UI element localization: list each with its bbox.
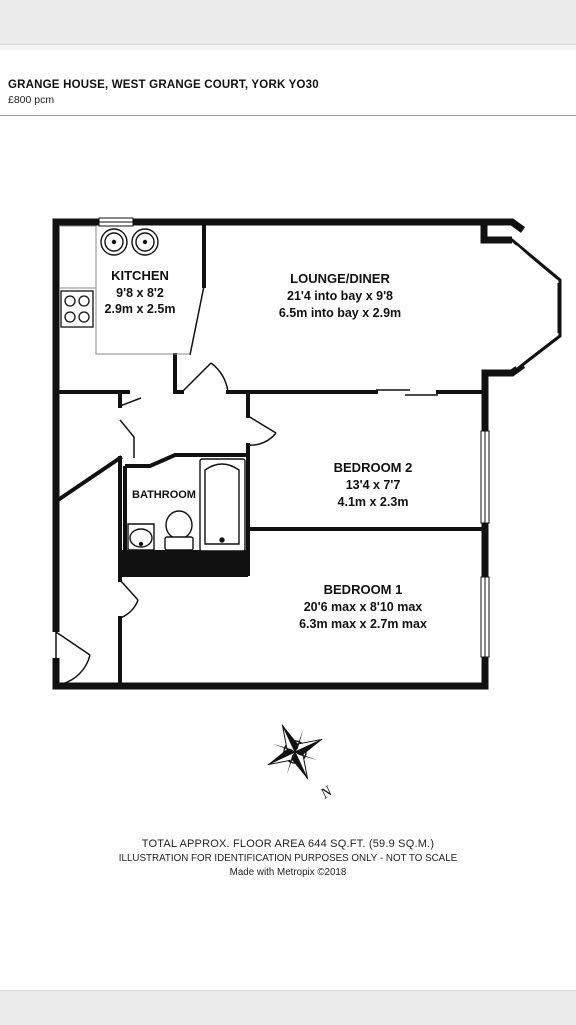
kitchen-label-group: KITCHEN 9'8 x 8'2 2.9m x 2.5m [105,268,176,316]
bedroom2-metric: 4.1m x 2.3m [338,495,409,509]
toilet-icon [164,510,194,551]
kitchen-metric: 2.9m x 2.5m [105,302,176,316]
bedroom1-label-group: BEDROOM 1 20'6 max x 8'10 max 6.3m max x… [299,582,427,631]
door-swings [55,285,277,686]
bedroom2-imperial: 13'4 x 7'7 [346,478,401,492]
compass-north-letter: N [317,783,336,803]
bedroom1-imperial: 20'6 max x 8'10 max [304,600,423,614]
kitchen-worktop [60,225,190,355]
kitchen-imperial: 9'8 x 8'2 [116,286,164,300]
windows-right-wall [480,430,490,658]
lounge-imperial: 21'4 into bay x 9'8 [287,289,393,303]
property-address: GRANGE HOUSE, WEST GRANGE COURT, YORK YO… [8,79,319,91]
floor-area-total: TOTAL APPROX. FLOOR AREA 644 SQ.FT. (59.… [141,838,435,850]
bathroom-label: BATHROOM [132,489,196,501]
basin-icon [127,523,155,551]
property-price: £800 pcm [8,94,55,106]
bedroom1-metric: 6.3m max x 2.7m max [299,617,427,631]
bathroom-walls [123,453,248,550]
double-sink-icon [100,228,159,256]
credit-line: Made with Metropix ©2018 [229,867,347,878]
kitchen-window [98,217,134,227]
bedroom1-label: BEDROOM 1 [324,582,403,597]
hob-icon [60,290,94,328]
floorplan-sheet [0,50,576,990]
bath-icon [199,458,246,552]
bedroom2-label-group: BEDROOM 2 13'4 x 7'7 4.1m x 2.3m [334,460,413,509]
compass-rose-icon [267,724,323,780]
lounge-label: LOUNGE/DINER [290,271,390,286]
lounge-metric: 6.5m into bay x 2.9m [279,306,401,320]
header-divider [0,115,576,116]
lounge-label-group: LOUNGE/DINER 21'4 into bay x 9'8 6.5m in… [279,271,401,320]
bedroom2-label: BEDROOM 2 [334,460,413,475]
sliding-door [376,389,438,396]
bathroom-wall-solid [118,550,248,577]
top-bar [0,0,576,45]
kitchen-label: KITCHEN [111,268,169,283]
bottom-bar [0,990,576,1025]
bay-window [484,238,562,375]
disclaimer: ILLUSTRATION FOR IDENTIFICATION PURPOSES… [118,853,458,864]
